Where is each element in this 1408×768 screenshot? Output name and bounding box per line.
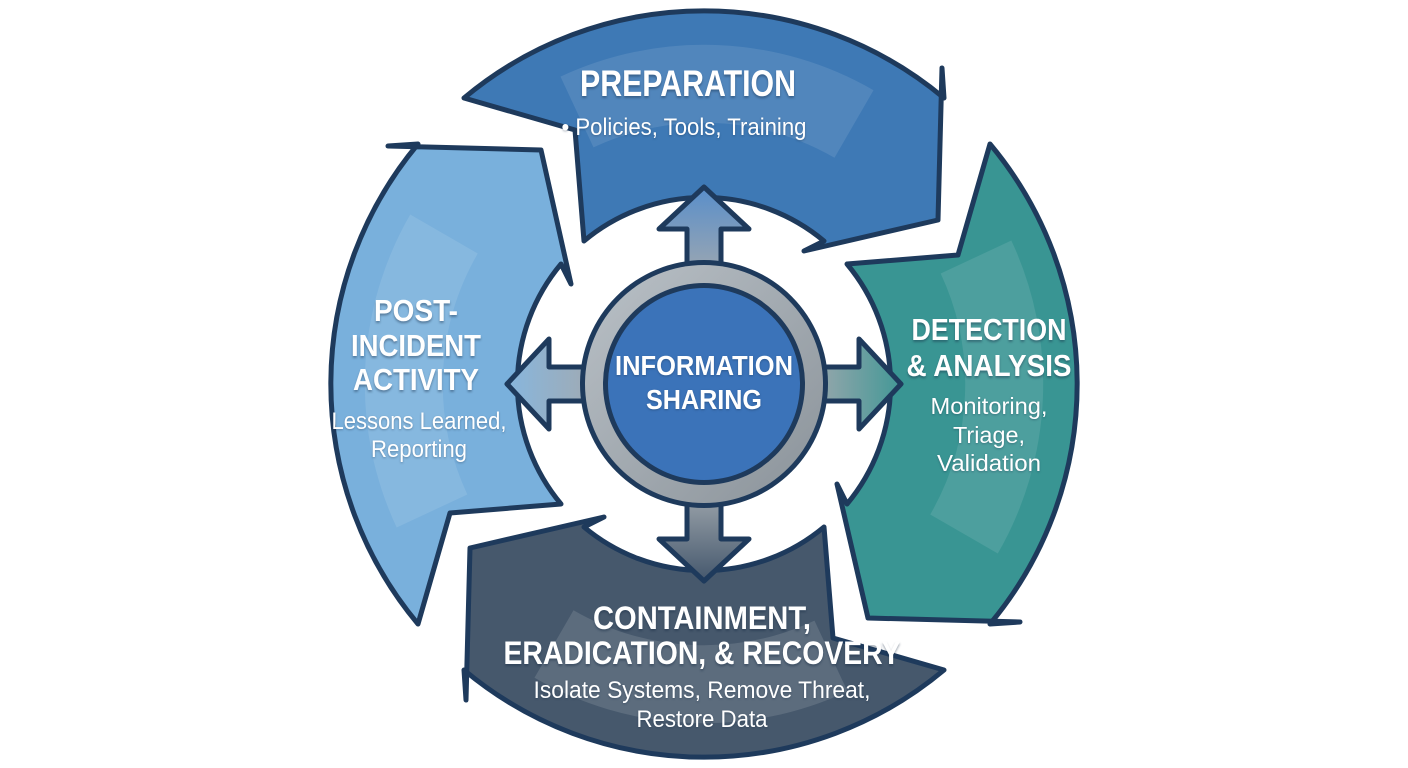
segment-containment-title-line: CONTAINMENT, [593,600,811,636]
segment-highlight [364,214,479,528]
segment-post-incident-subtitle-line: Reporting [371,436,467,463]
segment-post-incident-title-line: INCIDENT [351,328,481,363]
cycle-shapes [328,8,1080,760]
segment-preparation-title: PREPARATION [580,63,796,104]
center-label-line: SHARING [646,384,762,415]
center-label-line: INFORMATION [615,350,793,381]
segment-containment-eradication-recovery [461,514,947,760]
segment-containment-subtitle-line: Isolate Systems, Remove Threat, [534,677,871,704]
segment-detection-subtitle-line: Monitoring, [931,393,1048,419]
segment-detection-analysis [834,141,1080,627]
segment-detection-title-line: & ANALYSIS [907,348,1072,383]
segment-highlight [560,44,874,159]
segment-highlight [534,609,848,724]
segment-post-incident-activity [328,141,574,627]
segment-post-incident-subtitle-line: Lessons Learned, [332,408,507,435]
segment-containment-subtitle-line: Restore Data [637,706,769,733]
hub-center-circle [608,288,800,480]
segment-preparation-subtitle: • Policies, Tools, Training [562,114,807,141]
segment-containment-title-line: ERADICATION, & RECOVERY [504,635,901,671]
segment-post-incident-title-line: ACTIVITY [353,362,479,397]
segment-detection-subtitle-line: Triage, [953,422,1025,448]
segment-detection-subtitle-line: Validation [937,450,1041,476]
segment-highlight [929,240,1044,554]
segment-detection-title-line: DETECTION [912,312,1067,347]
segment-preparation [461,8,947,254]
segment-post-incident-title-line: POST- [374,293,458,328]
